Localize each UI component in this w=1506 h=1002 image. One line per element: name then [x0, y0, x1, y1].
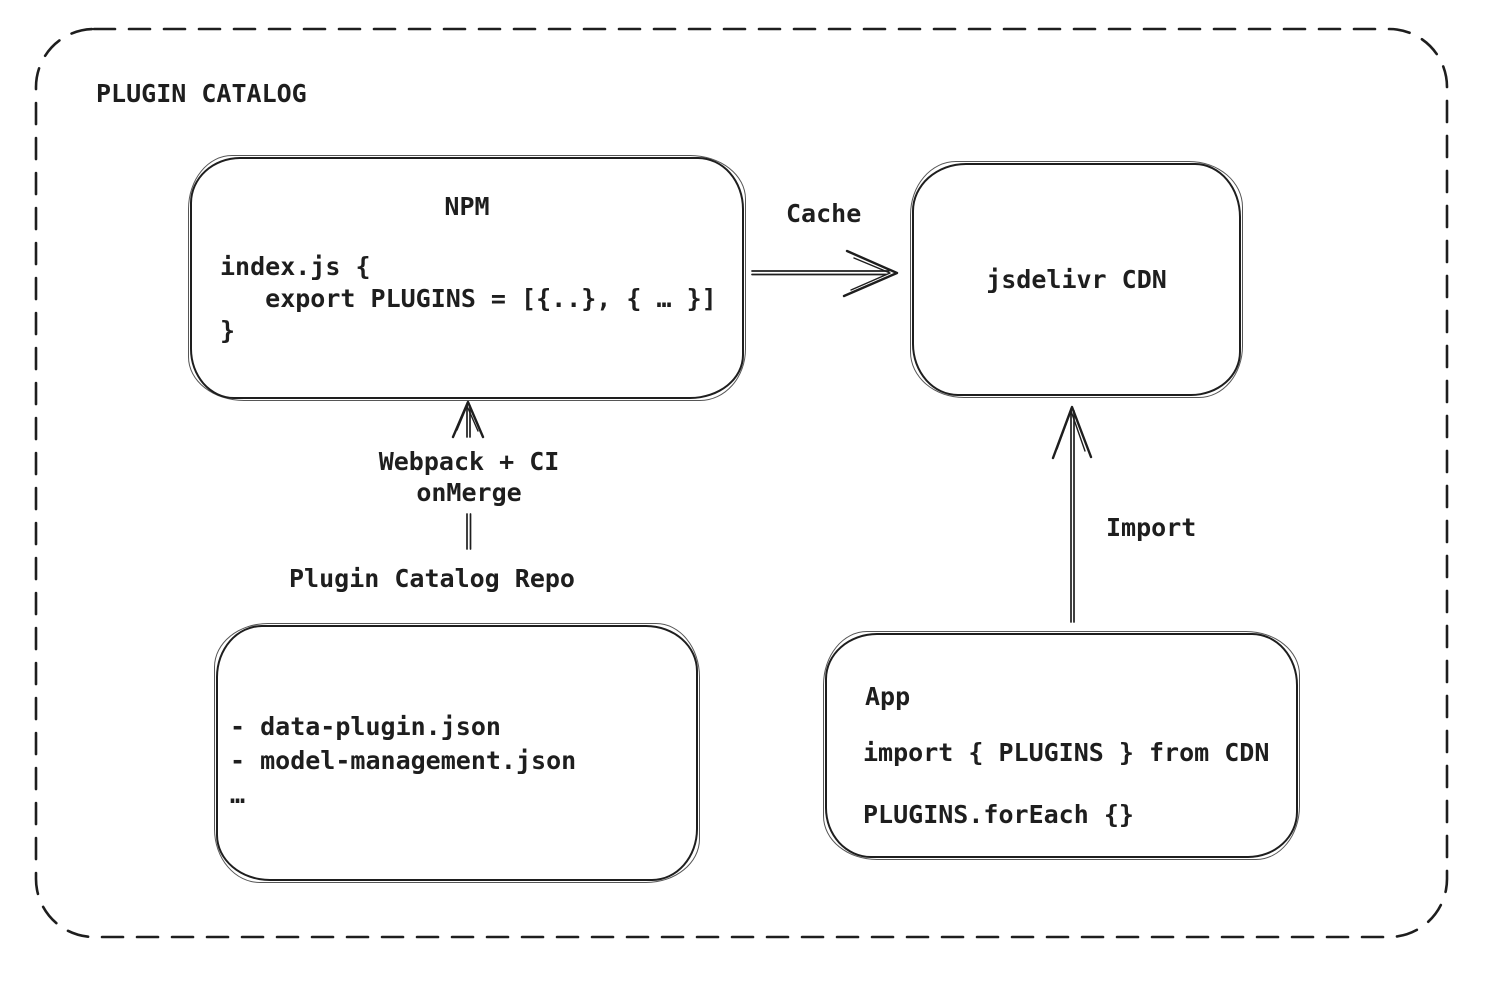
repo-node: - data-plugin.json - model-management.js…	[214, 623, 700, 883]
cache-arrow-label: Cache	[786, 199, 862, 228]
repo-node-label: Plugin Catalog Repo	[289, 564, 575, 593]
diagram-title: PLUGIN CATALOG	[96, 79, 307, 108]
app-node: App import { PLUGINS } from CDN PLUGINS.…	[823, 631, 1300, 860]
import-arrow-label: Import	[1106, 513, 1197, 542]
npm-node: NPM index.js { export PLUGINS = [{..}, {…	[188, 155, 746, 401]
cdn-node: jsdelivr CDN	[910, 161, 1243, 398]
plugin-catalog-frame	[34, 27, 1449, 939]
app-node-title: App	[865, 682, 911, 711]
npm-node-code: index.js { export PLUGINS = [{..}, { … }…	[220, 252, 717, 345]
repo-node-files: - data-plugin.json - model-management.js…	[230, 712, 577, 809]
cache-arrow	[751, 249, 899, 298]
import-arrow	[1051, 405, 1093, 623]
cdn-node-title: jsdelivr CDN	[986, 264, 1167, 294]
npm-node-title: NPM	[444, 192, 490, 221]
app-node-code: import { PLUGINS } from CDN PLUGINS.forE…	[863, 738, 1270, 829]
build-arrow-label: Webpack + CI onMerge	[378, 447, 560, 507]
build-arrow	[451, 400, 485, 550]
